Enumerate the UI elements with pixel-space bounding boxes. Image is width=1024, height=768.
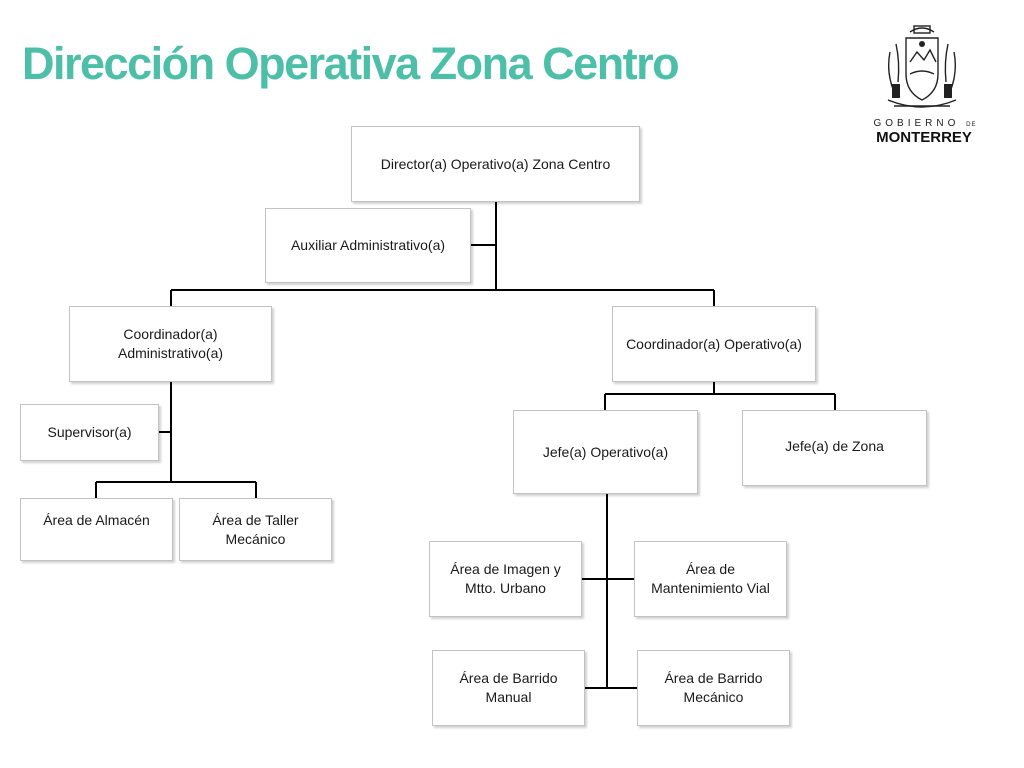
node-director: Director(a) Operativo(a) Zona Centro — [351, 126, 640, 202]
node-area-barrido-mecanico: Área de Barrido Mecánico — [637, 650, 790, 726]
node-area-taller-mecanico: Área de Taller Mecánico — [179, 498, 332, 561]
node-coordinador-operativo: Coordinador(a) Operativo(a) — [612, 306, 816, 382]
page-title: Dirección Operativa Zona Centro — [22, 38, 680, 89]
node-area-almacen: Área de Almacén — [20, 498, 173, 561]
node-area-imagen-mtto-urbano: Área de Imagen y Mtto. Urbano — [429, 541, 582, 617]
node-area-barrido-manual: Área de Barrido Manual — [432, 650, 585, 726]
node-supervisor: Supervisor(a) — [20, 404, 159, 461]
monterrey-logo: GOBIERNO DE MONTERREY — [866, 22, 984, 146]
node-jefe-de-zona: Jefe(a) de Zona — [742, 410, 927, 486]
node-area-mantenimiento-vial: Área de Mantenimiento Vial — [634, 541, 787, 617]
node-jefe-operativo: Jefe(a) Operativo(a) — [513, 410, 698, 494]
node-auxiliar-administrativo: Auxiliar Administrativo(a) — [265, 208, 471, 283]
coat-of-arms-icon — [887, 25, 957, 108]
node-coordinador-administrativo: Coordinador(a) Administrativo(a) — [69, 306, 272, 382]
logo-gobierno-text: GOBIERNO DE — [873, 118, 977, 129]
logo-monterrey-text: MONTERREY — [876, 129, 972, 146]
